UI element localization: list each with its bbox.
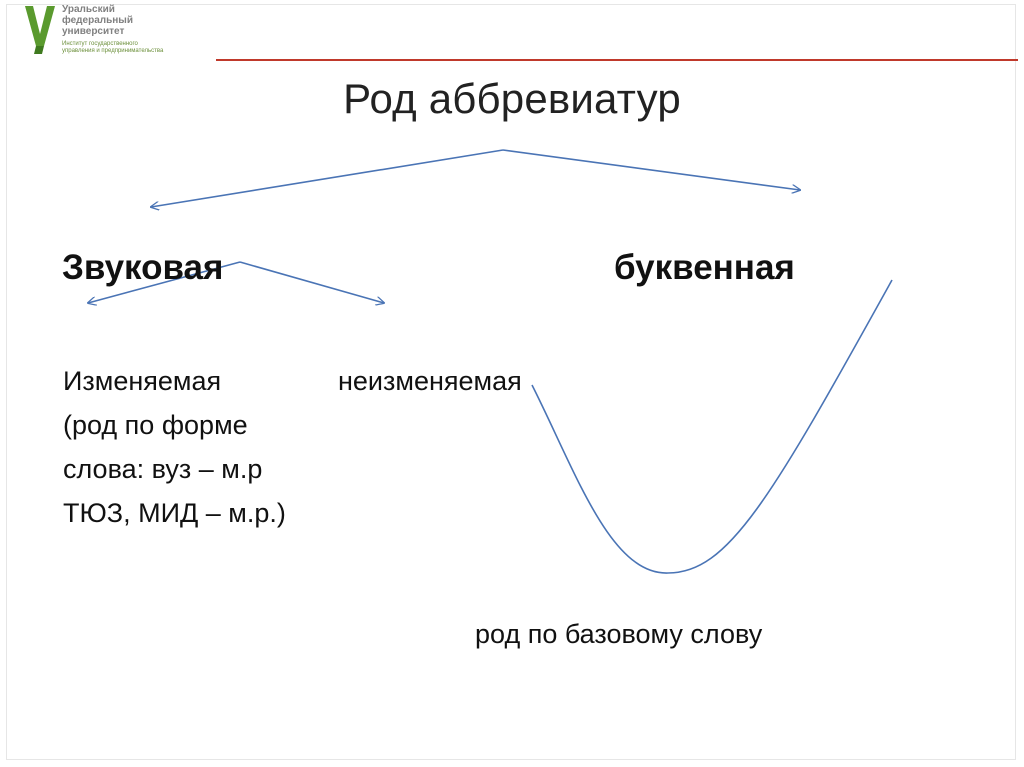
curve-connector: [531, 279, 893, 574]
sub-neizmenyaemaya: неизменяемая: [338, 366, 522, 396]
header-rule: [216, 59, 1018, 61]
arrow-to-zvukovaya: [151, 149, 504, 207]
branch-zvukovaya: Звуковая: [62, 248, 224, 287]
logo-line-2: федеральный: [62, 15, 133, 26]
arrow-to-izmenyaemaya: [88, 261, 241, 303]
slide-frame: [6, 4, 1016, 760]
logo-sub-1: Институт государственного: [62, 41, 138, 47]
slide-title: Род аббревиатур: [343, 75, 681, 122]
sub-detail-line-3: ТЮЗ, МИД – м.р.): [63, 498, 286, 528]
note-rod-po-bazovomu-slovu: род по базовому слову: [475, 619, 763, 649]
logo-line-3: университет: [62, 26, 125, 37]
logo-text: Уральский федеральный университет Инстит…: [62, 4, 163, 55]
logo-line-1: Уральский: [62, 4, 115, 15]
ural-university-logo-icon: [25, 6, 55, 54]
sub-detail-line-1: (род по форме: [63, 410, 248, 440]
university-logo: Уральский федеральный университет Инстит…: [22, 2, 212, 60]
arrow-to-neizmenyaemaya: [239, 261, 384, 303]
arrow-to-bukvennaya: [502, 149, 800, 190]
sub-detail-line-2: слова: вуз – м.р: [63, 454, 263, 484]
sub-izmenyaemaya: Изменяемая: [63, 366, 222, 396]
logo-sub-2: управления и предпринимательства: [62, 48, 164, 54]
branch-bukvennaya: буквенная: [614, 248, 795, 287]
